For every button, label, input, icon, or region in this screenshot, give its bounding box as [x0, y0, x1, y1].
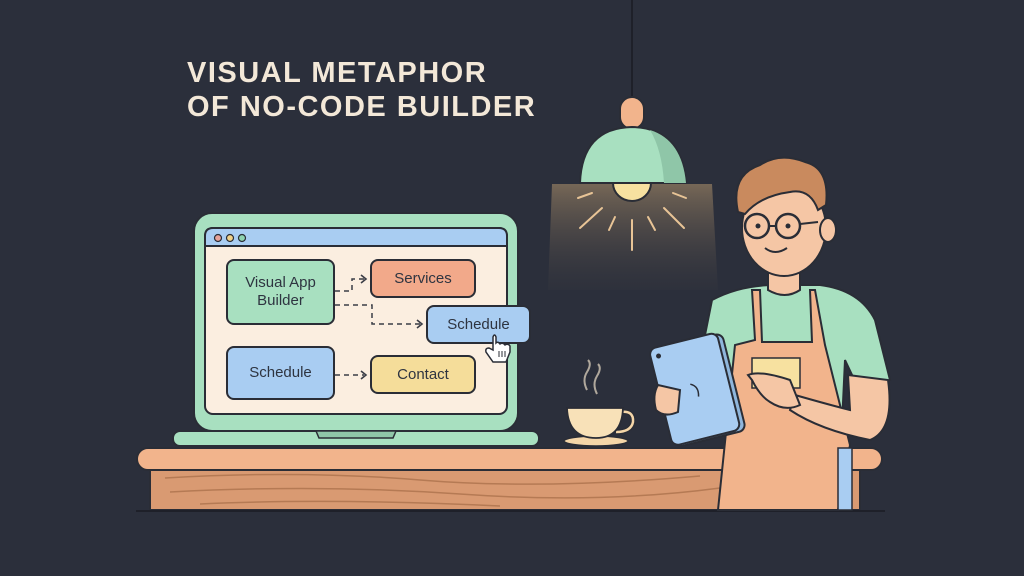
window-close-dot [213, 233, 223, 243]
coffee-cup-icon [563, 359, 636, 447]
window-minimize-dot [225, 233, 235, 243]
person-barista [649, 156, 892, 511]
page-title: VISUAL METAPHOR OF NO-CODE BUILDER [187, 56, 536, 124]
node-visual-app-builder[interactable]: Visual App Builder [245, 274, 316, 309]
node-schedule[interactable]: Schedule [249, 364, 312, 381]
node-schedule-dragged[interactable]: Schedule [447, 315, 510, 333]
window-maximize-dot [237, 233, 247, 243]
node-contact[interactable]: Contact [397, 365, 449, 383]
title-line-2: OF NO-CODE BUILDER [187, 91, 537, 123]
tablet-icon [649, 332, 746, 447]
pendant-lamp-icon [548, 0, 718, 290]
laptop [172, 212, 540, 447]
hand-pointer-icon [485, 334, 511, 363]
title-line-1: VISUAL METAPHOR [187, 57, 488, 89]
node-services[interactable]: Services [394, 269, 452, 287]
